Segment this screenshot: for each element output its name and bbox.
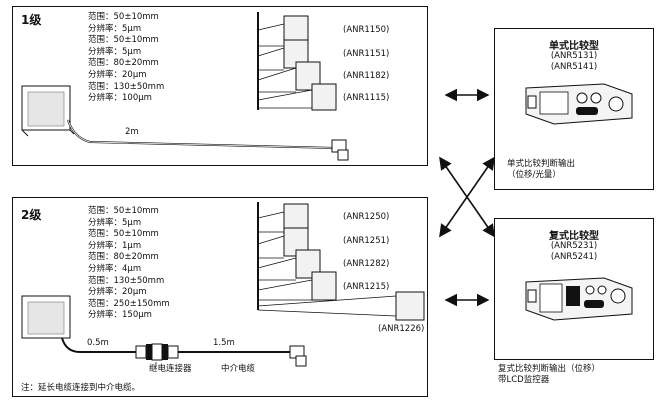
cable-length-label: 2m [125,127,139,137]
relay-connector [135,343,179,361]
spec-line: 范围：50±10mm [88,206,159,216]
cable-connector [331,139,349,161]
unit2-title: 复式比较型 [549,231,599,242]
sensor-cable [67,119,337,149]
unit2-model: (ANR5241) [550,252,598,262]
sensor-array-2 [257,203,425,321]
unit2-model: (ANR5231) [550,241,598,251]
spec-line: 范围：50±10mm [88,35,159,46]
spec-line: 分辨率：20μm [88,287,147,298]
multi-compare-amplifier [525,277,633,321]
grade1-title: 1级 [21,13,42,27]
connection-arrows [439,88,495,307]
spec-line: 分辨率：100μm [88,93,152,104]
unit2-caption: 复式比较判断输出（位移） 带LCD监控器 [498,364,600,386]
spec-line: 分辨率：150μm [88,310,152,321]
unit1-title: 单式比较型 [549,41,599,52]
sensor-model-label: (ANR1226) [378,324,425,334]
relay-cable-label: 中介电缆 [221,364,256,374]
unit1-model: (ANR5131) [550,51,598,61]
spec-line: 分辨率：5μm [88,46,142,57]
spec-line: 范围：130±50mm [88,275,165,286]
unit1-model: (ANR5141) [550,62,598,72]
sensor-model-label: (ANR1250) [343,212,390,222]
unit1-caption: 单式比较判断输出 （位移/光量） [507,159,575,181]
caption-line: 单式比较判断输出 [507,159,576,169]
extension-note: 注：延长电缆连接到中介电缆。 [21,383,141,393]
cable-long-label: 1.5m [213,338,235,348]
caption-line: 带LCD监控器 [498,375,550,385]
sensor-head [21,85,75,137]
spec-line: 范围：80±20mm [88,252,159,263]
spec-line: 分辨率：4μm [88,263,142,274]
single-compare-amplifier [525,83,633,125]
grade1-specs: 范围：50±10mm 分辨率：5μm 范围：50±10mm 分辨率：5μm 范围… [88,12,164,105]
sensor-model-label: (ANR1182) [343,71,390,81]
spec-line: 分辨率：1μm [88,240,142,251]
sensor-model-label: (ANR1151) [343,49,390,59]
sensor-model-label: (ANR1115) [343,93,390,103]
spec-line: 分辨率：5μm [88,217,142,228]
spec-line: 分辨率：20μm [88,69,147,80]
cable-connector [289,345,307,367]
cable-short-label: 0.5m [87,338,109,348]
spec-line: 分辨率：5μm [88,23,142,34]
sensor-cable [61,337,136,353]
caption-line: （位移/光量） [507,170,561,180]
grade2-panel: 2级 范围：50±10mm 分辨率：5μm 范围：50±10mm 分辨率：1μm… [12,197,428,397]
spec-line: 范围：130±50mm [88,81,165,92]
sensor-array-1 [257,15,337,111]
grade2-title: 2级 [21,208,42,222]
spec-line: 范围：50±10mm [88,12,159,22]
sensor-model-label: (ANR1282) [343,259,390,269]
spec-line: 范围：50±10mm [88,229,159,240]
spec-line: 范围：250±150mm [88,298,170,309]
sensor-model-label: (ANR1150) [343,25,390,35]
caption-line: 复式比较判断输出（位移） [498,364,601,374]
relay-connector-label: 继电连接器 [149,364,192,374]
sensor-head [21,295,71,339]
sensor-model-label: (ANR1251) [343,236,390,246]
sensor-model-label: (ANR1215) [343,282,390,292]
grade2-specs: 范围：50±10mm 分辨率：5μm 范围：50±10mm 分辨率：1μm 范围… [88,206,170,322]
spec-line: 范围：80±20mm [88,58,159,69]
